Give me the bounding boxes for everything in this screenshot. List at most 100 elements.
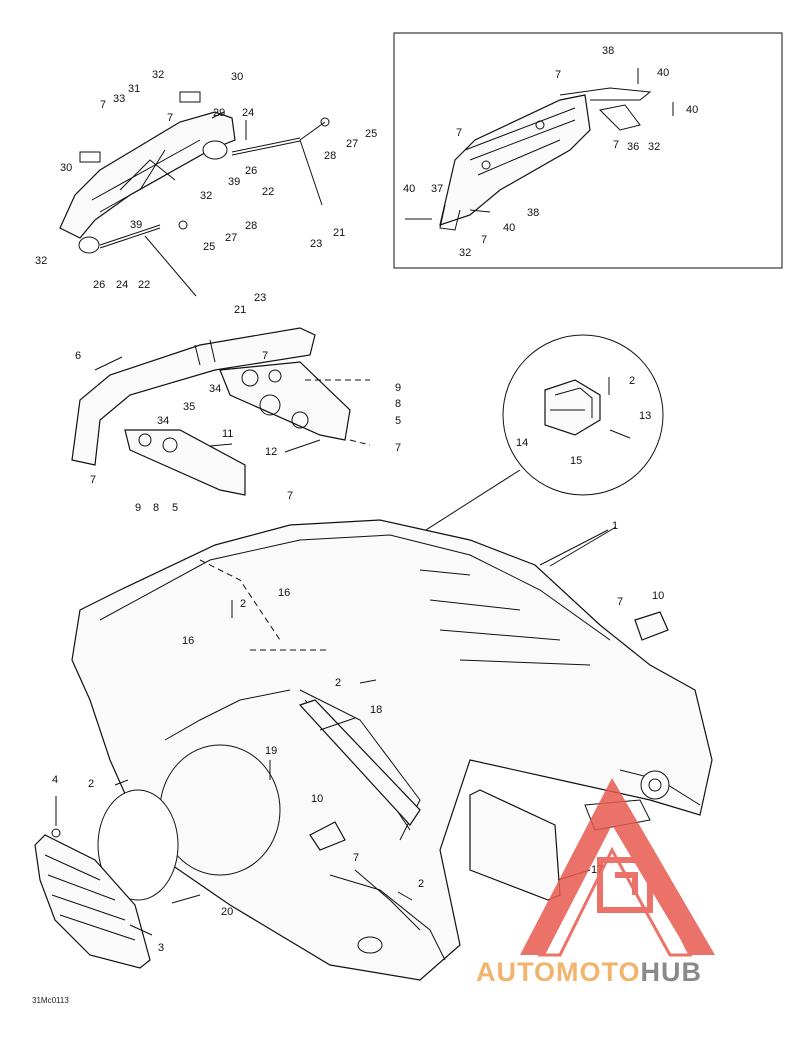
callout: 6 [75,350,81,362]
callout: 25 [203,241,215,253]
callout: 32 [648,141,660,153]
callout: 32 [200,190,212,202]
detail-circle [502,334,664,496]
watermark-text-part1: AUTOMOTO [476,957,641,987]
callout: 21 [234,304,246,316]
callout: 7 [395,442,401,454]
callout: 31 [128,83,140,95]
callout: 16 [182,635,194,647]
callout: 39 [228,176,240,188]
callout: 7 [262,350,268,362]
strip-18 [298,699,421,826]
callout: 32 [35,255,47,267]
callout: 7 [100,99,106,111]
callout: 28 [245,220,257,232]
watermark-text-part2: HUB [640,957,703,987]
callout: 28 [324,150,336,162]
callout: 7 [456,127,462,139]
callout: 7 [287,490,293,502]
callout: 7 [617,596,623,608]
callout: 13 [639,410,651,422]
callout: 15 [570,455,582,467]
callout: 37 [431,183,443,195]
callout: 29 [213,107,225,119]
callout: 27 [346,138,358,150]
callout: 8 [153,502,159,514]
callout: 40 [686,104,698,116]
callout: 34 [209,383,221,395]
drawing-code: 31Mc0113 [32,996,69,1005]
callout: 27 [225,232,237,244]
callout: 40 [403,183,415,195]
callout: 7 [481,234,487,246]
callout: 7 [613,139,619,151]
callout: 8 [395,398,401,410]
callout: 24 [116,279,128,291]
inset-frame [393,32,783,269]
callout: 9 [395,382,401,394]
callout: 5 [395,415,401,427]
round-cover [97,789,179,901]
callout: 4 [52,774,58,786]
callout: 36 [627,141,639,153]
nut-part-4 [51,828,61,838]
watermark-logo-icon [520,778,715,957]
callout: 10 [311,793,323,805]
callout: 10 [652,590,664,602]
callout: 3 [158,942,164,954]
callout: 9 [135,502,141,514]
inset-bracket-assembly [405,68,674,231]
callout: 38 [602,45,614,57]
callout: 39 [130,219,142,231]
callout: 32 [152,69,164,81]
callout: 30 [231,71,243,83]
callout: 23 [254,292,266,304]
side-grill [34,834,151,969]
callout: 35 [183,401,195,413]
callout: 22 [138,279,150,291]
callout: 12 [265,446,277,458]
callout: 7 [167,112,173,124]
bumper-assembly [71,327,371,496]
callout: 7 [555,69,561,81]
callout: 32 [459,247,471,259]
callout: 1 [612,520,618,532]
access-panel [469,789,561,901]
leader-lines [94,111,617,936]
pad-upper-right [179,91,201,103]
callout: 2 [240,598,246,610]
callout: 40 [503,222,515,234]
callout: 26 [93,279,105,291]
callout: 40 [657,67,669,79]
bracket-10-right [634,611,669,641]
callout: 18 [370,704,382,716]
callout: 2 [88,778,94,790]
callout: 5 [172,502,178,514]
rack-frame [59,91,330,297]
callout: 23 [310,238,322,250]
callout: 30 [60,162,72,174]
detail-bracket [544,377,631,439]
watermark-text: AUTOMOTOHUB [476,957,702,988]
callout: 2 [629,375,635,387]
callout: 16 [278,587,290,599]
callout: 2 [335,677,341,689]
callout: 34 [157,415,169,427]
callout: 38 [527,207,539,219]
callout: 19 [265,745,277,757]
callout: 33 [113,93,125,105]
main-body [71,519,713,981]
bracket-10-center [309,821,346,851]
callout: 14 [516,437,528,449]
callout: 21 [333,227,345,239]
callout: 24 [242,107,254,119]
callout: 11 [222,428,233,440]
pad-lower-left [79,151,101,163]
callout: 2 [418,878,424,890]
callout: 22 [262,186,274,198]
callout: 7 [353,852,359,864]
callout-labels: 32 30 33 31 7 7 29 24 25 27 28 26 39 32 … [35,45,698,954]
callout: 25 [365,128,377,140]
